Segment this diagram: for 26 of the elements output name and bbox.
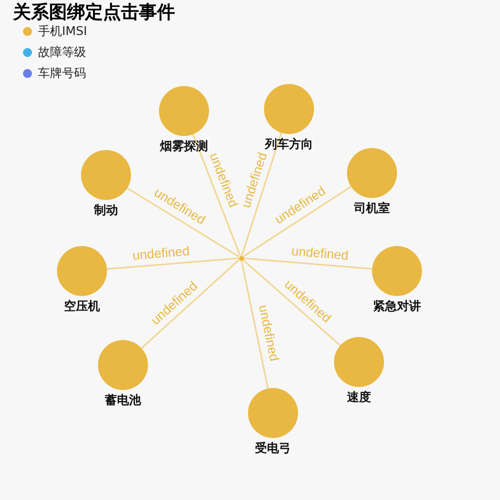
- connector-line: [192, 134, 241, 256]
- edge-label: undefined: [131, 242, 190, 262]
- node-label: 速度: [347, 390, 371, 404]
- node-label: 列车方向: [265, 137, 313, 151]
- connector-line: [242, 259, 341, 346]
- node-label: 烟雾探测: [160, 139, 208, 153]
- connector-line: [242, 186, 352, 258]
- chart-title: 关系图绑定点击事件: [13, 2, 175, 24]
- hub-dot: [238, 256, 244, 260]
- node-label: 受电弓: [255, 441, 291, 455]
- node-label: 空压机: [64, 299, 100, 313]
- legend-label: 手机IMSI: [38, 24, 88, 38]
- node-label: 蓄电池: [105, 393, 141, 407]
- connector-line: [141, 259, 240, 349]
- node-label: 制动: [94, 203, 118, 217]
- node-label: 司机室: [354, 201, 390, 215]
- legend-label: 故障等级: [38, 45, 86, 59]
- connector-line: [106, 257, 239, 270]
- edge-label: undefined: [290, 242, 350, 262]
- connector-line: [241, 132, 282, 256]
- connector-line: [240, 260, 269, 389]
- connector-line: [243, 257, 372, 270]
- legend-label: 车牌号码: [38, 66, 86, 80]
- edge-label: undefined: [256, 304, 282, 363]
- node-label: 紧急对讲: [373, 299, 421, 313]
- connector-line: [126, 187, 240, 258]
